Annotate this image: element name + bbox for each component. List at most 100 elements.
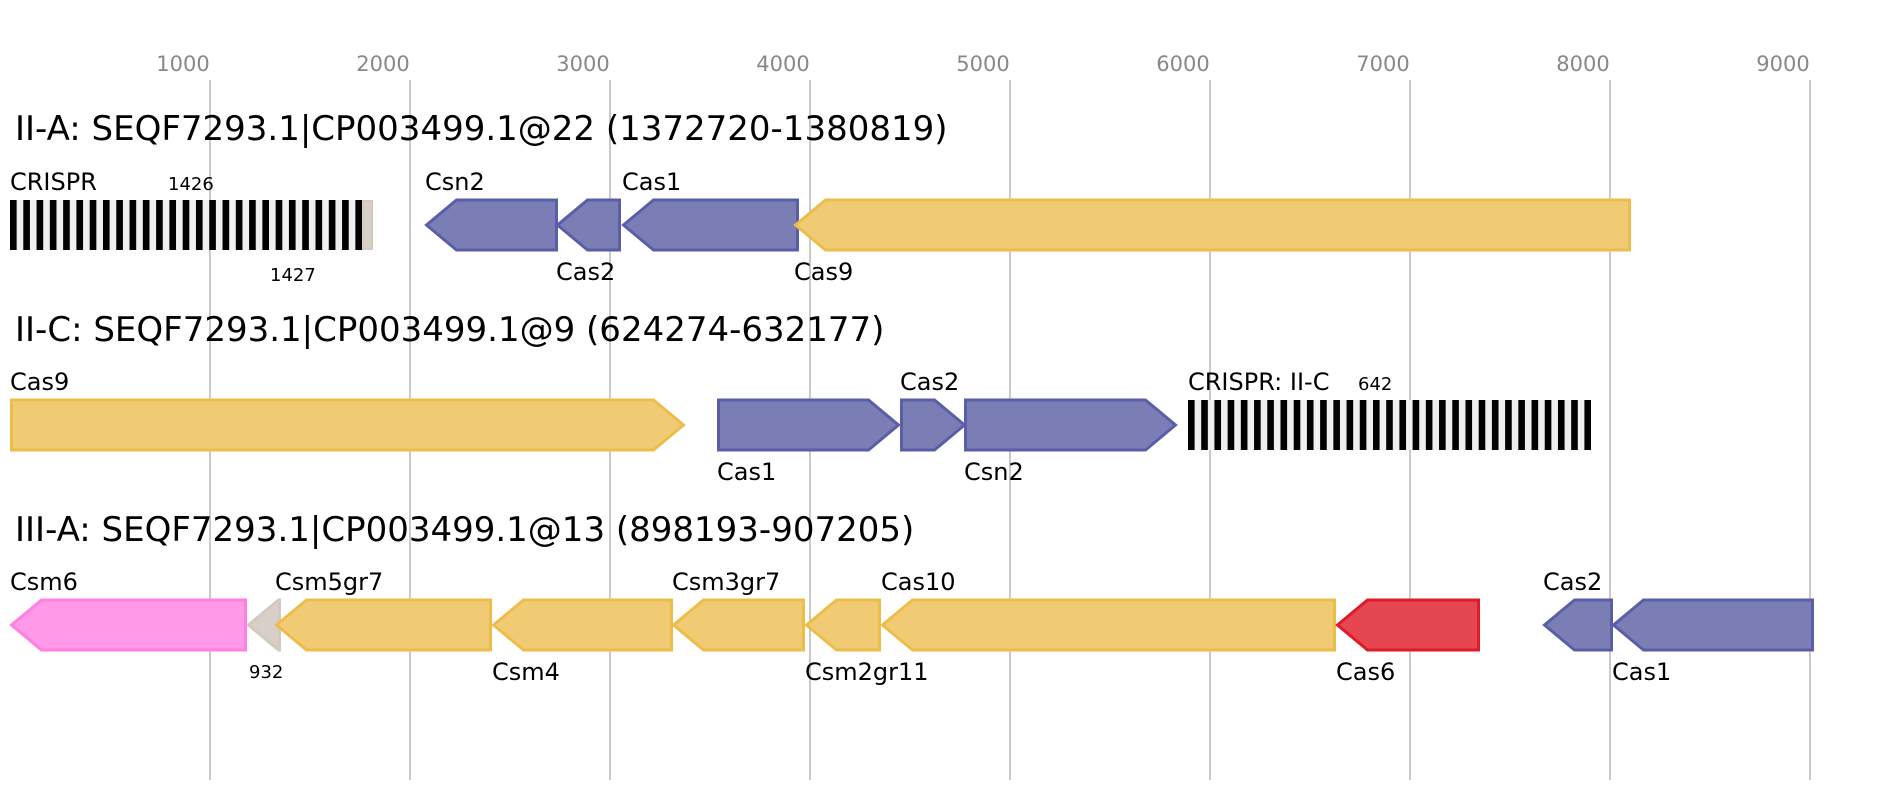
gene-arrow[interactable] xyxy=(246,598,281,652)
crispr-repeat xyxy=(1412,400,1420,450)
crispr-repeat xyxy=(262,200,270,250)
gene-arrow[interactable] xyxy=(1542,598,1613,652)
crispr-repeat xyxy=(89,200,97,250)
gene-arrow[interactable] xyxy=(900,398,967,452)
gene-label: Cas1 xyxy=(717,458,776,486)
crispr-repeat xyxy=(1306,400,1314,450)
gene-arrow[interactable] xyxy=(1335,598,1480,652)
gene-csm5gr7[interactable]: Csm5gr7 xyxy=(274,568,492,652)
gene-label: Cas10 xyxy=(881,568,956,596)
gene-csn2[interactable]: Csn2 xyxy=(424,168,558,252)
crispr-repeat xyxy=(36,200,44,250)
crispr-repeat xyxy=(10,200,17,250)
crispr-repeat xyxy=(1280,400,1288,450)
gene-arrow[interactable] xyxy=(793,198,1631,252)
crispr-label: CRISPR xyxy=(10,168,97,196)
gene-cas9[interactable]: Cas9 xyxy=(793,198,1631,286)
gene-csm3gr7[interactable]: Csm3gr7 xyxy=(671,568,805,652)
crispr-repeat xyxy=(1544,400,1552,450)
gene-arrow[interactable] xyxy=(717,398,901,452)
gene-arrow[interactable] xyxy=(424,198,558,252)
gene-arrow[interactable] xyxy=(1611,598,1814,652)
axis-tick-label: 7000 xyxy=(1356,52,1409,76)
gene-label: Cas1 xyxy=(622,168,681,196)
gene-cas1[interactable]: Cas1 xyxy=(717,398,901,486)
crispr-repeat xyxy=(1240,400,1248,450)
crispr-repeat xyxy=(1531,400,1539,450)
crispr-repeat xyxy=(156,200,163,250)
gene-cas1[interactable]: Cas1 xyxy=(621,168,799,252)
axis-tick-label: 5000 xyxy=(956,52,1009,76)
crispr-count-label: 1426 xyxy=(168,174,214,195)
axis-tick-label: 8000 xyxy=(1556,52,1609,76)
crispr-repeat xyxy=(1584,400,1591,450)
gene-932[interactable]: 932 xyxy=(246,598,284,683)
crispr-repeat xyxy=(275,200,283,250)
axis-tick-label: 2000 xyxy=(356,52,409,76)
crispr-repeat xyxy=(182,200,190,250)
crispr-repeat xyxy=(129,200,137,250)
crispr-repeat xyxy=(328,200,336,250)
gene-label: Csn2 xyxy=(964,458,1024,486)
crispr-count-label: 1427 xyxy=(270,265,316,286)
crispr-repeat xyxy=(1359,400,1367,450)
gene-label: Cas6 xyxy=(1336,658,1395,686)
gene-label: Csm6 xyxy=(10,568,78,596)
crispr-repeat xyxy=(235,200,243,250)
crispr-repeat xyxy=(1293,400,1301,450)
crispr-repeat xyxy=(342,200,349,250)
crispr-repeat xyxy=(1425,400,1433,450)
locus-ii-c: II-C: SEQF7293.1|CP003499.1@9 (624274-63… xyxy=(10,310,1591,486)
gene-cas9[interactable]: Cas9 xyxy=(10,368,686,452)
crispr-repeat xyxy=(1333,400,1340,450)
crispr-repeat xyxy=(1491,400,1499,450)
crispr-repeat xyxy=(1557,400,1565,450)
gene-label: Cas2 xyxy=(900,368,959,396)
gene-label: Cas2 xyxy=(1543,568,1602,596)
crispr-repeat xyxy=(315,200,323,250)
gene-arrow[interactable] xyxy=(671,598,805,652)
gene-arrow[interactable] xyxy=(555,198,621,252)
gene-cas1[interactable]: Cas1 xyxy=(1611,598,1814,686)
gene-arrow[interactable] xyxy=(880,598,1336,652)
gene-arrow[interactable] xyxy=(621,198,799,252)
locus-ii-a: II-A: SEQF7293.1|CP003499.1@22 (1372720-… xyxy=(10,109,1631,286)
crispr-repeat xyxy=(1505,400,1512,450)
crispr-repeat xyxy=(1227,400,1235,450)
gene-arrow[interactable] xyxy=(9,598,247,652)
gene-csm6[interactable]: Csm6 xyxy=(9,568,247,652)
crispr-repeat xyxy=(1267,400,1274,450)
gene-arrow[interactable] xyxy=(804,598,881,652)
gene-label: Csm5gr7 xyxy=(275,568,383,596)
gene-cas2[interactable]: Cas2 xyxy=(1542,568,1613,652)
gene-arrow[interactable] xyxy=(491,598,673,652)
gene-cas6[interactable]: Cas6 xyxy=(1335,598,1480,686)
gene-label: 932 xyxy=(249,662,283,683)
crispr-repeat xyxy=(23,200,30,250)
gene-arrow[interactable] xyxy=(10,398,686,452)
crispr-repeat xyxy=(102,200,110,250)
crispr-repeat xyxy=(1518,400,1525,450)
gene-label: Cas1 xyxy=(1612,658,1671,686)
gene-cas2[interactable]: Cas2 xyxy=(555,198,621,286)
locus-features: Csm6932Csm5gr7Csm4Csm3gr7Csm2gr11Cas10Ca… xyxy=(9,568,1814,686)
crispr-repeat xyxy=(1214,400,1222,450)
crispr-repeat xyxy=(1188,400,1195,450)
gene-cas2[interactable]: Cas2 xyxy=(900,368,967,452)
gene-cas10[interactable]: Cas10 xyxy=(880,568,1336,652)
gene-arrow[interactable] xyxy=(964,398,1178,452)
crispr-repeat xyxy=(49,200,57,250)
gene-label: Csm3gr7 xyxy=(672,568,780,596)
locus-iii-a: III-A: SEQF7293.1|CP003499.1@13 (898193-… xyxy=(9,510,1814,686)
crispr-repeat xyxy=(1399,400,1407,450)
gene-csm4[interactable]: Csm4 xyxy=(491,598,673,686)
axis-tick-label: 3000 xyxy=(556,52,609,76)
crispr-repeat xyxy=(302,200,309,250)
axis-tick-label: 6000 xyxy=(1156,52,1209,76)
gene-csm2gr11[interactable]: Csm2gr11 xyxy=(804,598,929,686)
crispr-repeat xyxy=(1201,400,1208,450)
gene-csn2[interactable]: Csn2 xyxy=(964,398,1178,486)
gene-arrow[interactable] xyxy=(274,598,492,652)
